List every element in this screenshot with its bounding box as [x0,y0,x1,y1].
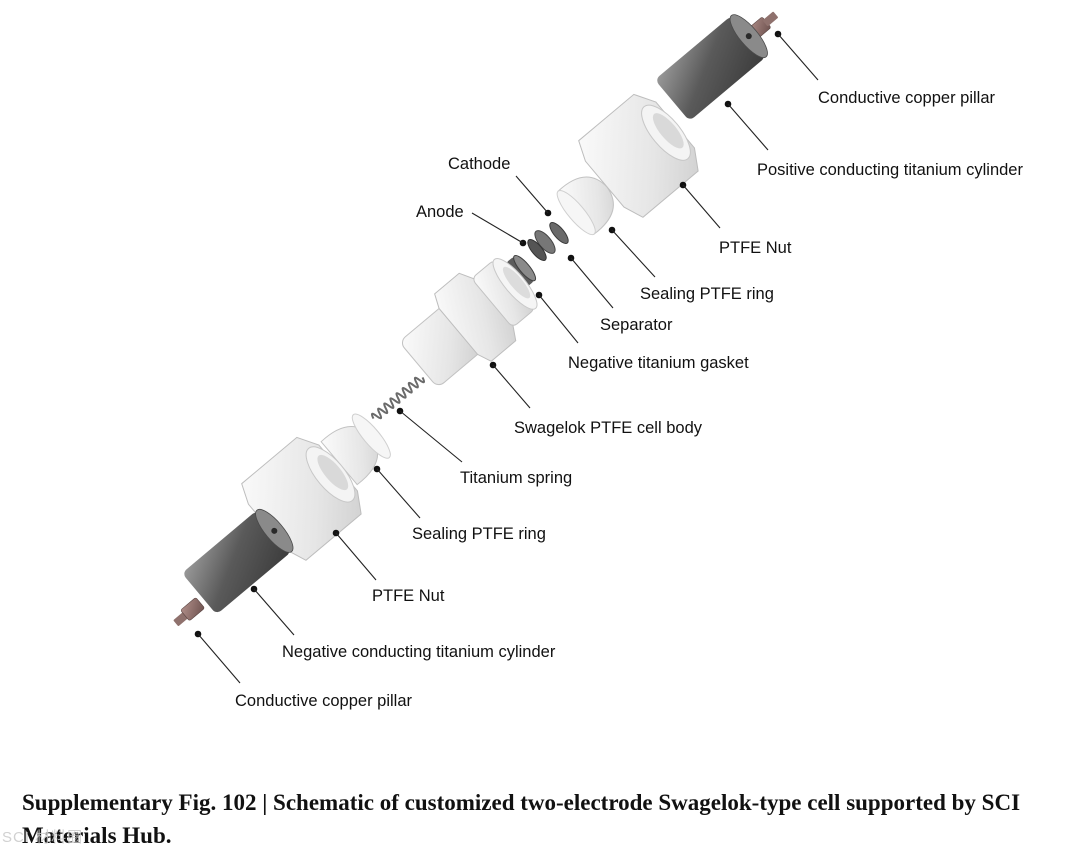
swagelok-cell-exploded-diagram: Conductive copper pillar Positive conduc… [173,11,1023,710]
label-cell-body: Swagelok PTFE cell body [514,419,703,437]
negative-titanium-gasket [506,254,537,287]
titanium-spring [370,376,426,420]
label-sealing-ring-top: Sealing PTFE ring [640,285,774,303]
label-copper-pillar-bottom: Conductive copper pillar [235,692,413,710]
label-ptfe-nut-bottom: PTFE Nut [372,587,445,605]
sealing-ring-bottom [320,413,391,486]
label-positive-cylinder: Positive conducting titanium cylinder [757,161,1023,179]
label-ptfe-nut-top: PTFE Nut [719,239,792,257]
positive-titanium-cylinder [657,14,768,119]
label-copper-pillar-top: Conductive copper pillar [818,89,996,107]
copper-pillar-bottom [173,597,205,626]
label-sealing-ring-bottom: Sealing PTFE ring [412,525,546,543]
label-negative-cylinder: Negative conducting titanium cylinder [282,643,556,661]
swagelok-cell-body [401,258,538,386]
label-anode: Anode [416,203,464,221]
label-negative-gasket: Negative titanium gasket [568,354,749,372]
ptfe-nut-top [578,93,699,218]
leader-lines [194,30,819,684]
negative-titanium-cylinder [184,508,294,613]
watermark-text: SCI 材料圈 [2,829,84,846]
label-cathode: Cathode [448,155,510,173]
label-titanium-spring: Titanium spring [460,469,572,487]
cathode-disc [549,222,569,244]
figure-caption: Supplementary Fig. 102 | Schematic of cu… [22,790,1021,848]
anode-disc [527,239,547,261]
part-labels: Conductive copper pillar Positive conduc… [235,89,1023,710]
sealing-ring-top [556,176,614,236]
label-separator: Separator [600,316,673,334]
